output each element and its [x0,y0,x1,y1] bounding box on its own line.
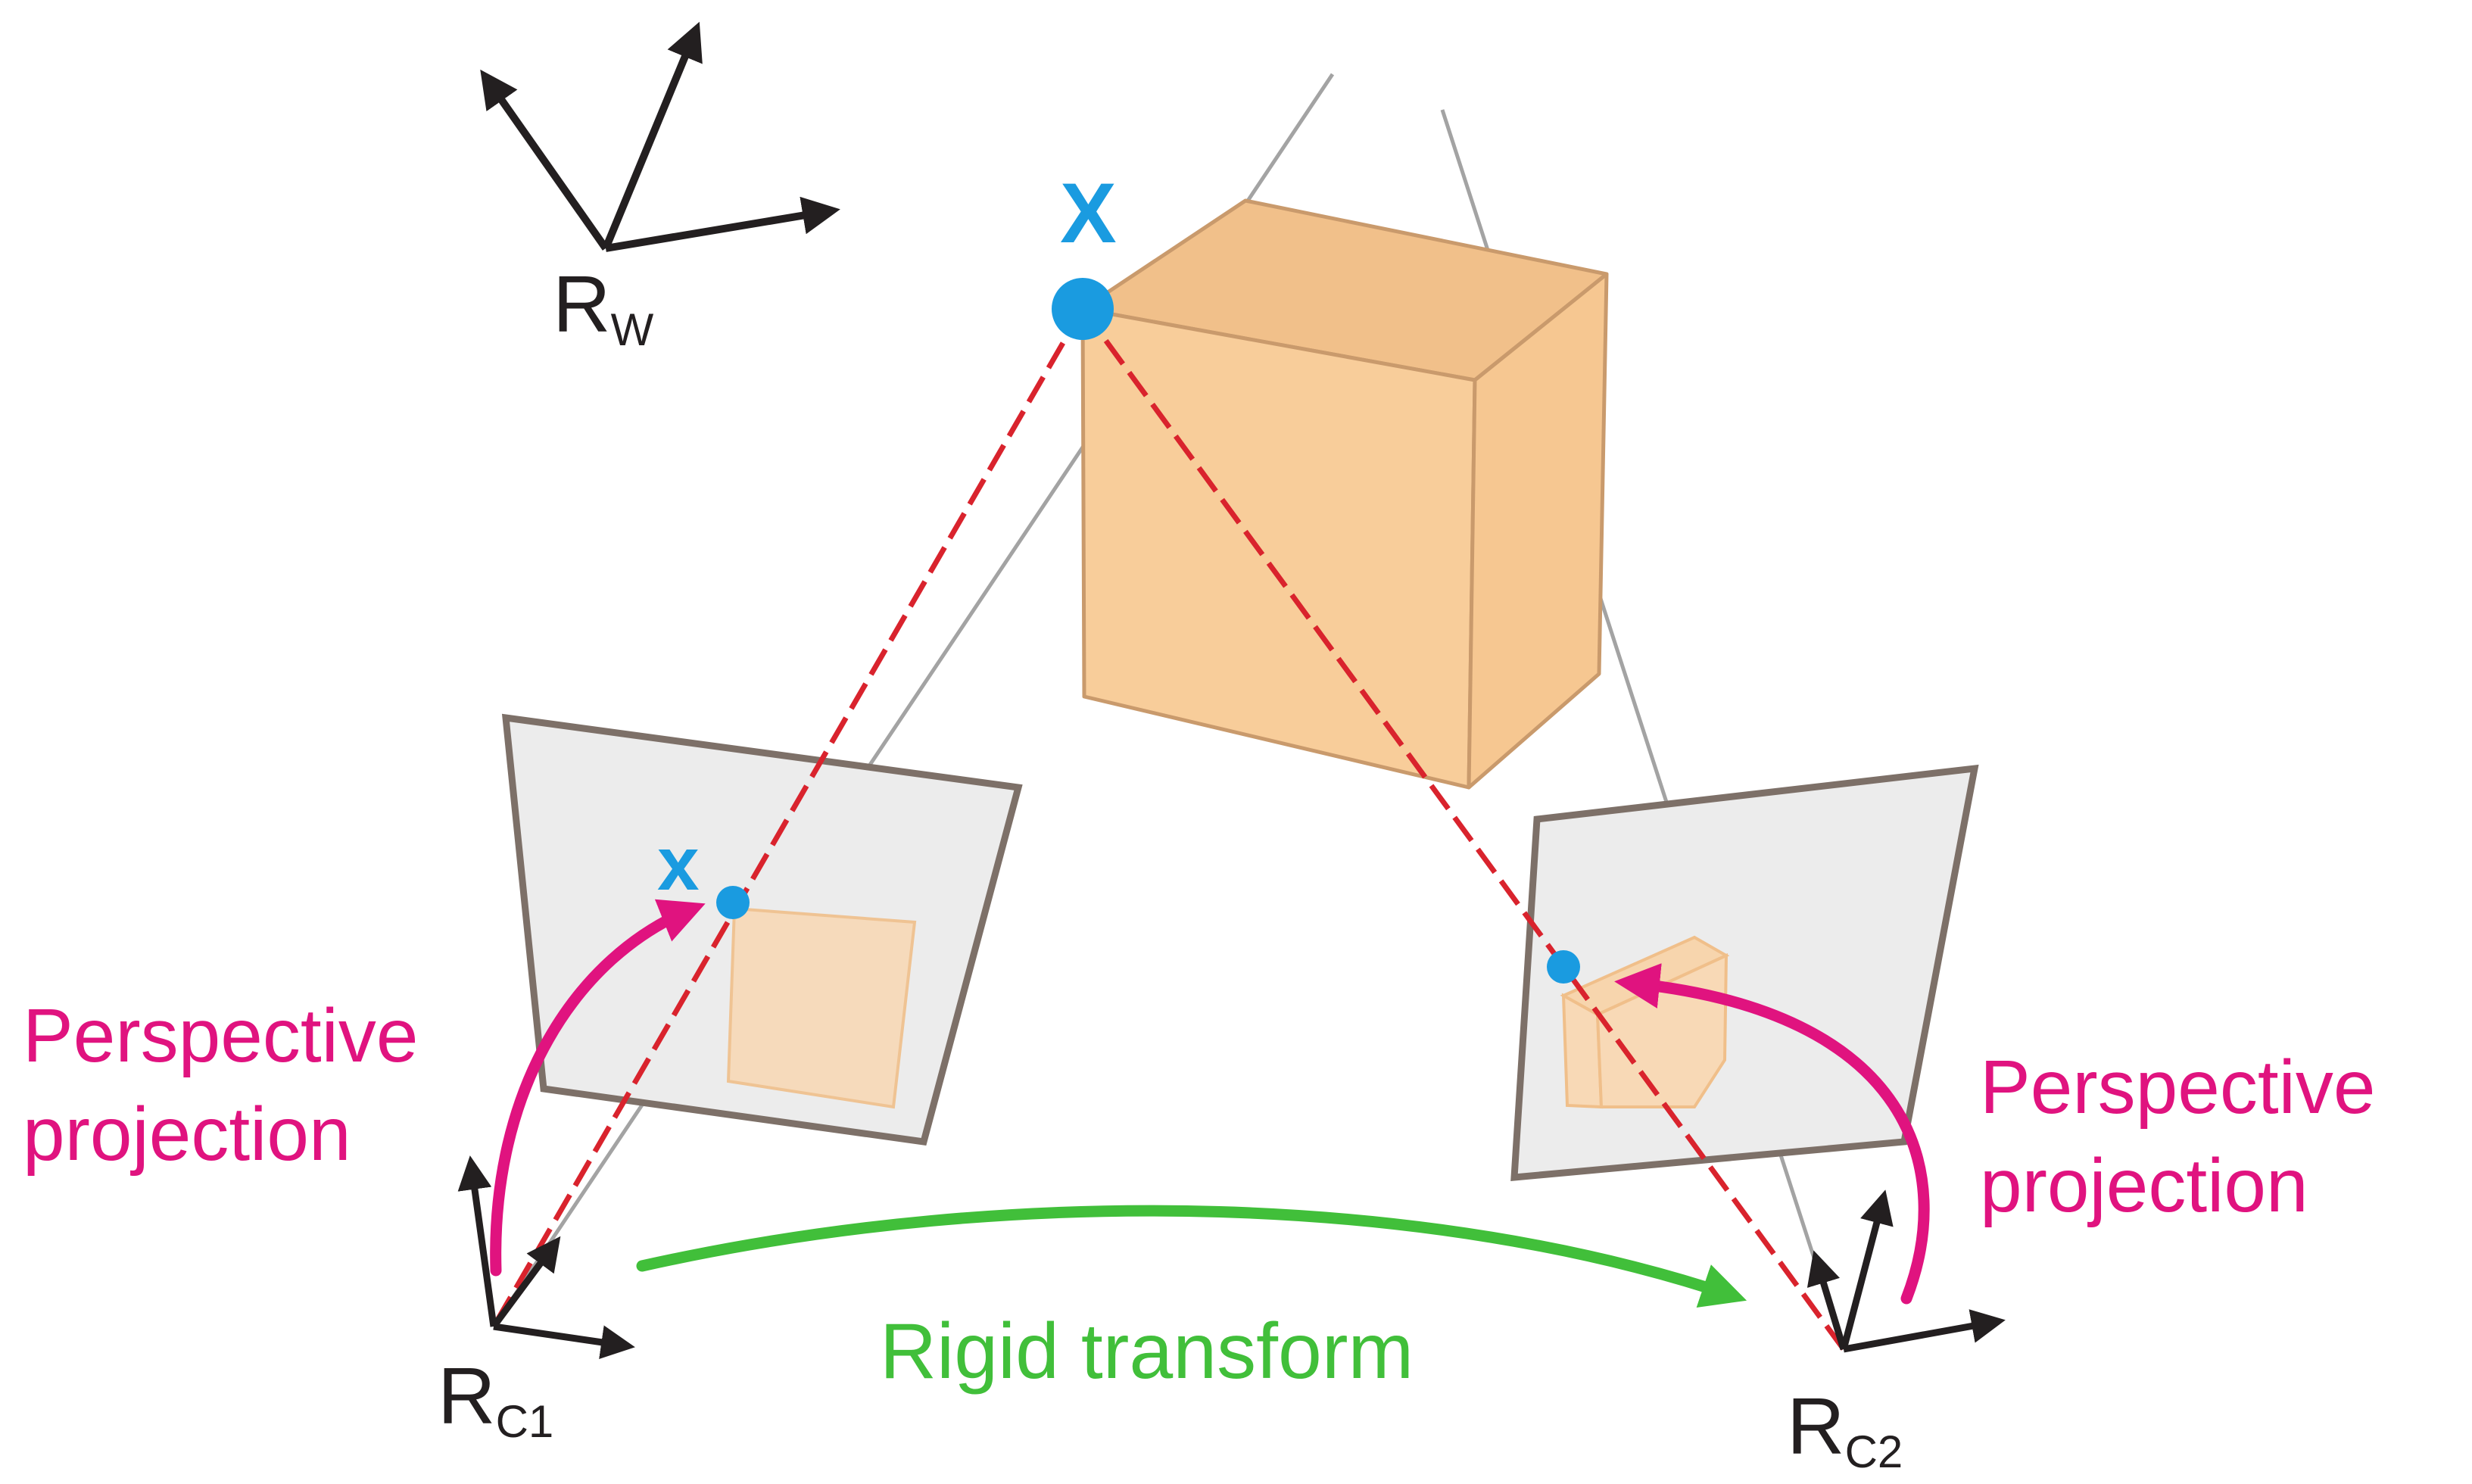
world-frame-axes [480,21,840,252]
cam1-frame-label: RC1 [438,1352,553,1447]
perspective-arrow-left [490,899,706,1277]
cam2-frame-axes [1806,1189,2006,1353]
cube-side-face [1467,272,1609,790]
perspective-label-left-line2: projection [23,1092,351,1177]
perspective-label-left: Perspective projection [23,993,439,1177]
projection-rays [491,307,1846,1352]
cam1-frame-main: R [438,1352,496,1441]
perspective-label-left-line1: Perspective [23,993,418,1078]
world-frame-main: R [553,260,611,349]
rigid-transform-arrow [636,1205,1747,1308]
rigid-transform-label: Rigid transform [880,1308,1414,1395]
left-projected-cube [726,906,917,1109]
perspective-arrow-right [1614,963,1930,1305]
cam2-frame-label: RC2 [1787,1382,1903,1477]
ray-to-cam2 [1080,307,1846,1352]
perspective-label-right: Perspective projection [1980,1045,2396,1228]
point-3d-marker [1052,278,1114,340]
world-frame-sub: W [611,304,654,355]
point-2d-marker-left [716,886,750,919]
cube [1080,198,1609,790]
perspective-label-right-line1: Perspective [1980,1045,2375,1130]
cube-front-face [1080,307,1477,790]
cam1-frame-sub: C1 [496,1396,554,1447]
point-3d-label: X [1060,166,1117,260]
left-image-plane [501,713,1023,1146]
cam2-frame-main: R [1787,1382,1845,1471]
cam1-frame-axes [457,1155,635,1360]
point-2d-label: x [657,822,700,906]
point-2d-marker-right [1547,950,1580,984]
world-frame-label: RW [553,260,654,355]
perspective-label-right-line2: projection [1980,1143,2308,1228]
cam2-frame-sub: C2 [1845,1426,1903,1477]
